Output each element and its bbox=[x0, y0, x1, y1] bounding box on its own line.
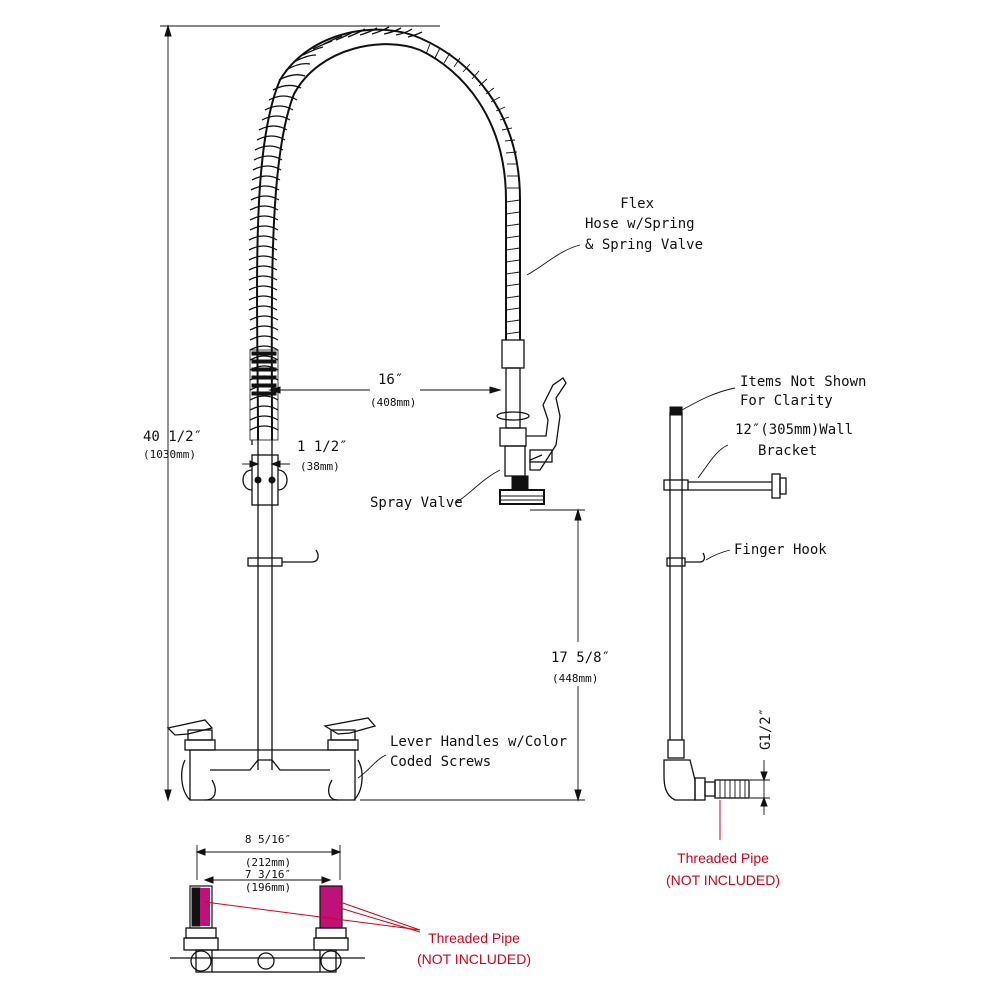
dim-16-mm-label: (408mm) bbox=[370, 396, 416, 409]
side-view: G1/2″ Items Not Shown For Clarity 12″(30… bbox=[663, 374, 866, 888]
main-faucet: 40 1/2″ (1030mm) bbox=[143, 24, 703, 802]
threaded-pipe-bottom-label-2: (NOT INCLUDED) bbox=[417, 951, 531, 967]
spray-valve bbox=[496, 339, 567, 505]
dim-40-label: 40 1/2″ bbox=[143, 429, 202, 445]
flex-hose bbox=[419, 37, 521, 340]
dimension-1-5: 1 1/2″ (38mm) bbox=[242, 439, 348, 473]
dim-17-label: 17 5/8″ bbox=[551, 650, 610, 666]
faucet-base bbox=[166, 717, 377, 801]
dimension-40: 40 1/2″ (1030mm) bbox=[143, 24, 440, 802]
dim-17-mm-label: (448mm) bbox=[552, 672, 598, 685]
lever-handles-label-2: Coded Screws bbox=[390, 754, 491, 770]
wall-bracket-label-2: Bracket bbox=[758, 443, 817, 459]
dim-7-label: 7 3/16″ bbox=[245, 868, 291, 881]
dim-8-mm-label: (212mm) bbox=[245, 856, 291, 869]
dim-16-label: 16″ bbox=[378, 372, 403, 388]
dimension-17: 17 5/8″ (448mm) bbox=[360, 508, 610, 802]
finger-hook-label: Finger Hook bbox=[734, 542, 827, 558]
dim-1-5-label: 1 1/2″ bbox=[297, 439, 348, 455]
riser-pipe bbox=[242, 440, 319, 770]
wall-bracket-label-1: 12″(305mm)Wall bbox=[735, 422, 853, 438]
threaded-pipe-right-label-1: Threaded Pipe bbox=[677, 850, 769, 866]
flex-hose-label-2: Hose w/Spring bbox=[585, 216, 695, 232]
dim-8-label: 8 5/16″ bbox=[245, 833, 291, 846]
threaded-pipe-bottom-label-1: Threaded Pipe bbox=[428, 930, 520, 946]
dim-1-5-mm-label: (38mm) bbox=[300, 460, 340, 473]
dim-40-mm-label: (1030mm) bbox=[143, 448, 196, 461]
lever-handles-label-1: Lever Handles w/Color bbox=[390, 734, 567, 750]
bottom-view: 8 5/16″ (212mm) 7 3/16″ (196mm) T bbox=[170, 833, 531, 973]
spray-valve-label: Spray Valve bbox=[370, 495, 463, 511]
threaded-pipe-right-label-2: (NOT INCLUDED) bbox=[666, 872, 780, 888]
items-not-shown-label-1: Items Not Shown bbox=[740, 374, 866, 390]
g-thread-label: G1/2″ bbox=[758, 708, 774, 750]
dimension-16: 16″ (408mm) bbox=[268, 372, 502, 409]
callouts-main: Flex Hose w/Spring & Spring Valve Spray … bbox=[357, 196, 703, 779]
items-not-shown-label-2: For Clarity bbox=[740, 393, 833, 409]
coil-spring bbox=[248, 26, 423, 445]
flex-hose-label-1: Flex bbox=[620, 196, 654, 212]
flex-hose-label-3: & Spring Valve bbox=[585, 237, 703, 253]
dim-7-mm-label: (196mm) bbox=[245, 881, 291, 894]
